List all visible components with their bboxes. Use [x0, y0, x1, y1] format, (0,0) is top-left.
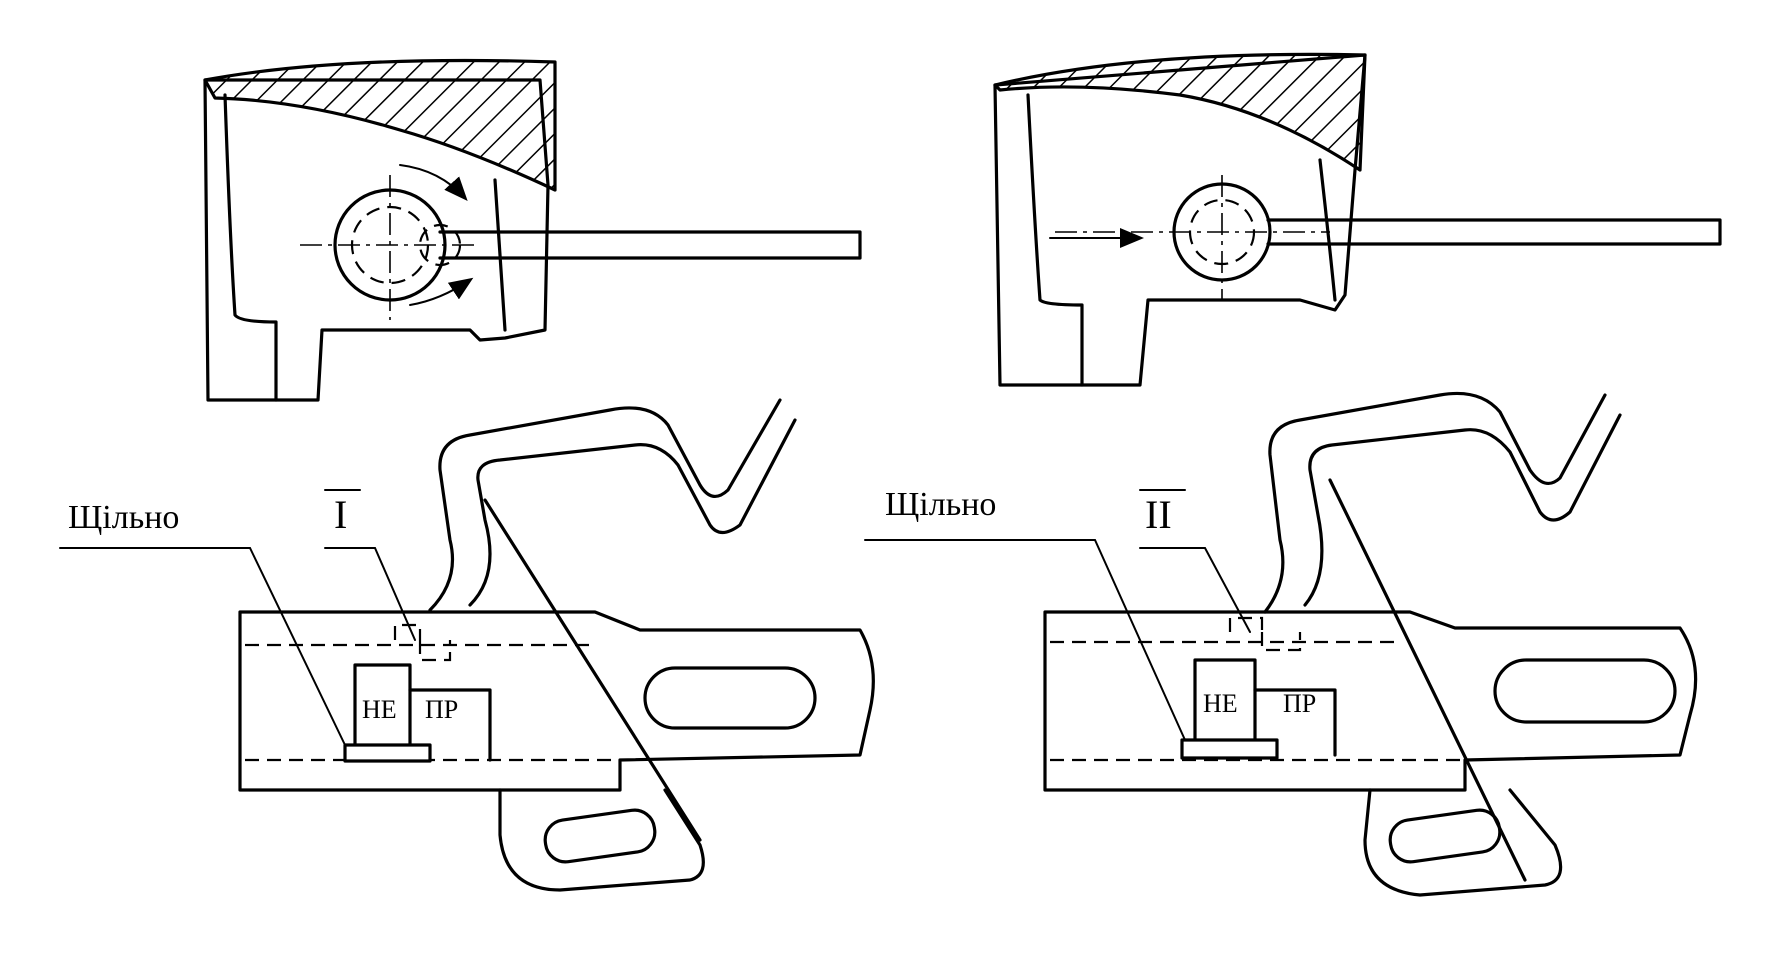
right-bottom-hook-lever [1263, 391, 1607, 614]
right-bottom-gauge-pr-step [1253, 688, 1337, 757]
left-bottom-gauge-ne [353, 663, 412, 752]
right-top-inner-right [1318, 158, 1337, 302]
right-bottom-callout-label: Щільно [885, 486, 996, 523]
left-bottom-gauge-base [343, 743, 432, 763]
right-bottom-hidden-detail [1228, 616, 1302, 652]
right-bottom-view-leader [1139, 547, 1251, 633]
right-bottom-label-pr: ПР [1283, 689, 1316, 718]
left-top-arrow-lower [409, 277, 474, 306]
right-bottom-hook-lever-inner [1303, 413, 1622, 607]
right-bottom-lug-hole [1388, 808, 1502, 864]
right-bottom-view-label: II [1145, 492, 1172, 537]
left-top-view [203, 58, 862, 402]
right-top-rod [1266, 218, 1722, 246]
left-top-rod [438, 230, 862, 260]
left-bottom-hidden-detail [393, 623, 452, 662]
left-bottom-gauge-pr-step [408, 688, 492, 762]
left-bottom-callout-leader [59, 547, 346, 746]
right-bottom-lower-lug [1363, 788, 1563, 897]
left-bottom-callout-label: Щільно [68, 499, 179, 536]
left-bottom-diagonal [483, 498, 702, 842]
right-bottom-gauge-base [1180, 738, 1279, 760]
right-bottom-view: НЕ ПР Щільно II [864, 391, 1698, 897]
left-bottom-label-pr: ПР [425, 695, 458, 724]
right-top-hatched-cap [993, 52, 1367, 172]
left-bottom-hook-lever-inner [468, 418, 797, 607]
left-top-inner-right [493, 178, 507, 332]
left-bottom-label-ne: НЕ [362, 695, 397, 724]
left-bottom-lug-hole [543, 808, 657, 864]
right-bottom-slot [1493, 658, 1677, 724]
right-top-view [993, 52, 1722, 387]
right-bottom-label-ne: НЕ [1203, 689, 1238, 718]
left-top-inner-contour [223, 93, 278, 402]
left-top-arrow-upper [399, 164, 468, 201]
left-bottom-view-leader [324, 547, 416, 641]
left-bottom-hook-lever [428, 398, 782, 612]
left-bottom-body-bar [238, 610, 875, 792]
left-bottom-slot [643, 666, 817, 730]
left-top-hatched-cap [203, 58, 557, 192]
left-bottom-lower-lug [498, 788, 705, 892]
right-top-inner-contour [1026, 93, 1084, 387]
right-bottom-body-bar [1043, 610, 1698, 792]
left-bottom-view-label: I [334, 492, 347, 537]
left-bottom-view: НЕ ПР Щільно I [59, 398, 875, 892]
right-bottom-callout-leader [864, 539, 1186, 741]
